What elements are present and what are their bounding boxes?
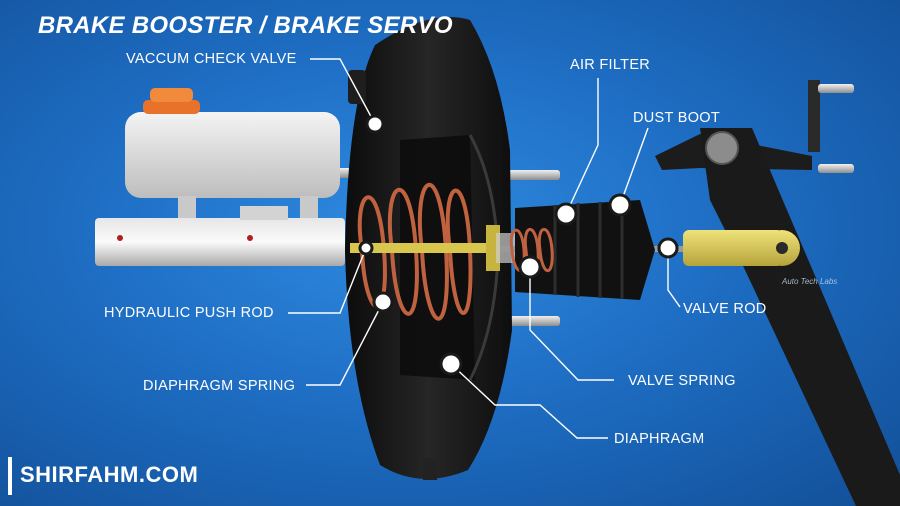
label-diaphragm-spring: DIAPHRAGM SPRING <box>143 378 296 394</box>
leader-diaphragm <box>450 363 608 439</box>
brand-logo-text: SHIRFAHM.COM <box>20 462 199 487</box>
dust-boot-bellows <box>515 200 655 300</box>
dot-air-filter <box>554 202 578 226</box>
label-vacuum-check-valve: VACCUM CHECK VALVE <box>126 51 297 67</box>
leader-vacuum-check-valve <box>310 58 376 125</box>
master-cylinder <box>95 88 345 266</box>
callout-dots <box>358 114 679 376</box>
dot-valve-spring <box>518 255 542 279</box>
label-dust-boot: DUST BOOT <box>633 110 721 126</box>
watermark-text: Auto Tech Labs <box>782 277 838 286</box>
leader-lines <box>288 58 681 439</box>
label-air-filter: AIR FILTER <box>570 57 651 73</box>
label-valve-spring: VALVE SPRING <box>628 373 736 389</box>
leader-diaphragm-spring <box>306 301 384 386</box>
valve-rod-clevis <box>683 230 800 266</box>
label-diaphragm: DIAPHRAGM <box>614 431 705 447</box>
leader-hydraulic-push-rod <box>288 247 367 314</box>
leader-air-filter <box>565 78 599 215</box>
dot-diaphragm <box>439 352 463 376</box>
leader-valve-rod <box>667 248 681 308</box>
leader-valve-spring <box>529 267 614 381</box>
dot-dust-boot <box>608 193 632 217</box>
brand-accent-bar <box>8 457 12 495</box>
dot-valve-rod <box>657 237 679 259</box>
diagram-title: BRAKE BOOSTER / BRAKE SERVO <box>38 12 453 39</box>
dot-diaphragm-spring <box>372 291 394 313</box>
dot-hydraulic-push-rod <box>358 240 374 256</box>
label-hydraulic-push-rod: HYDRAULIC PUSH ROD <box>104 305 274 321</box>
brake-pedal <box>655 80 900 506</box>
leader-dust-boot <box>619 127 649 206</box>
label-valve-rod: VALVE ROD <box>683 301 767 317</box>
dot-vacuum-check-valve <box>365 114 385 134</box>
